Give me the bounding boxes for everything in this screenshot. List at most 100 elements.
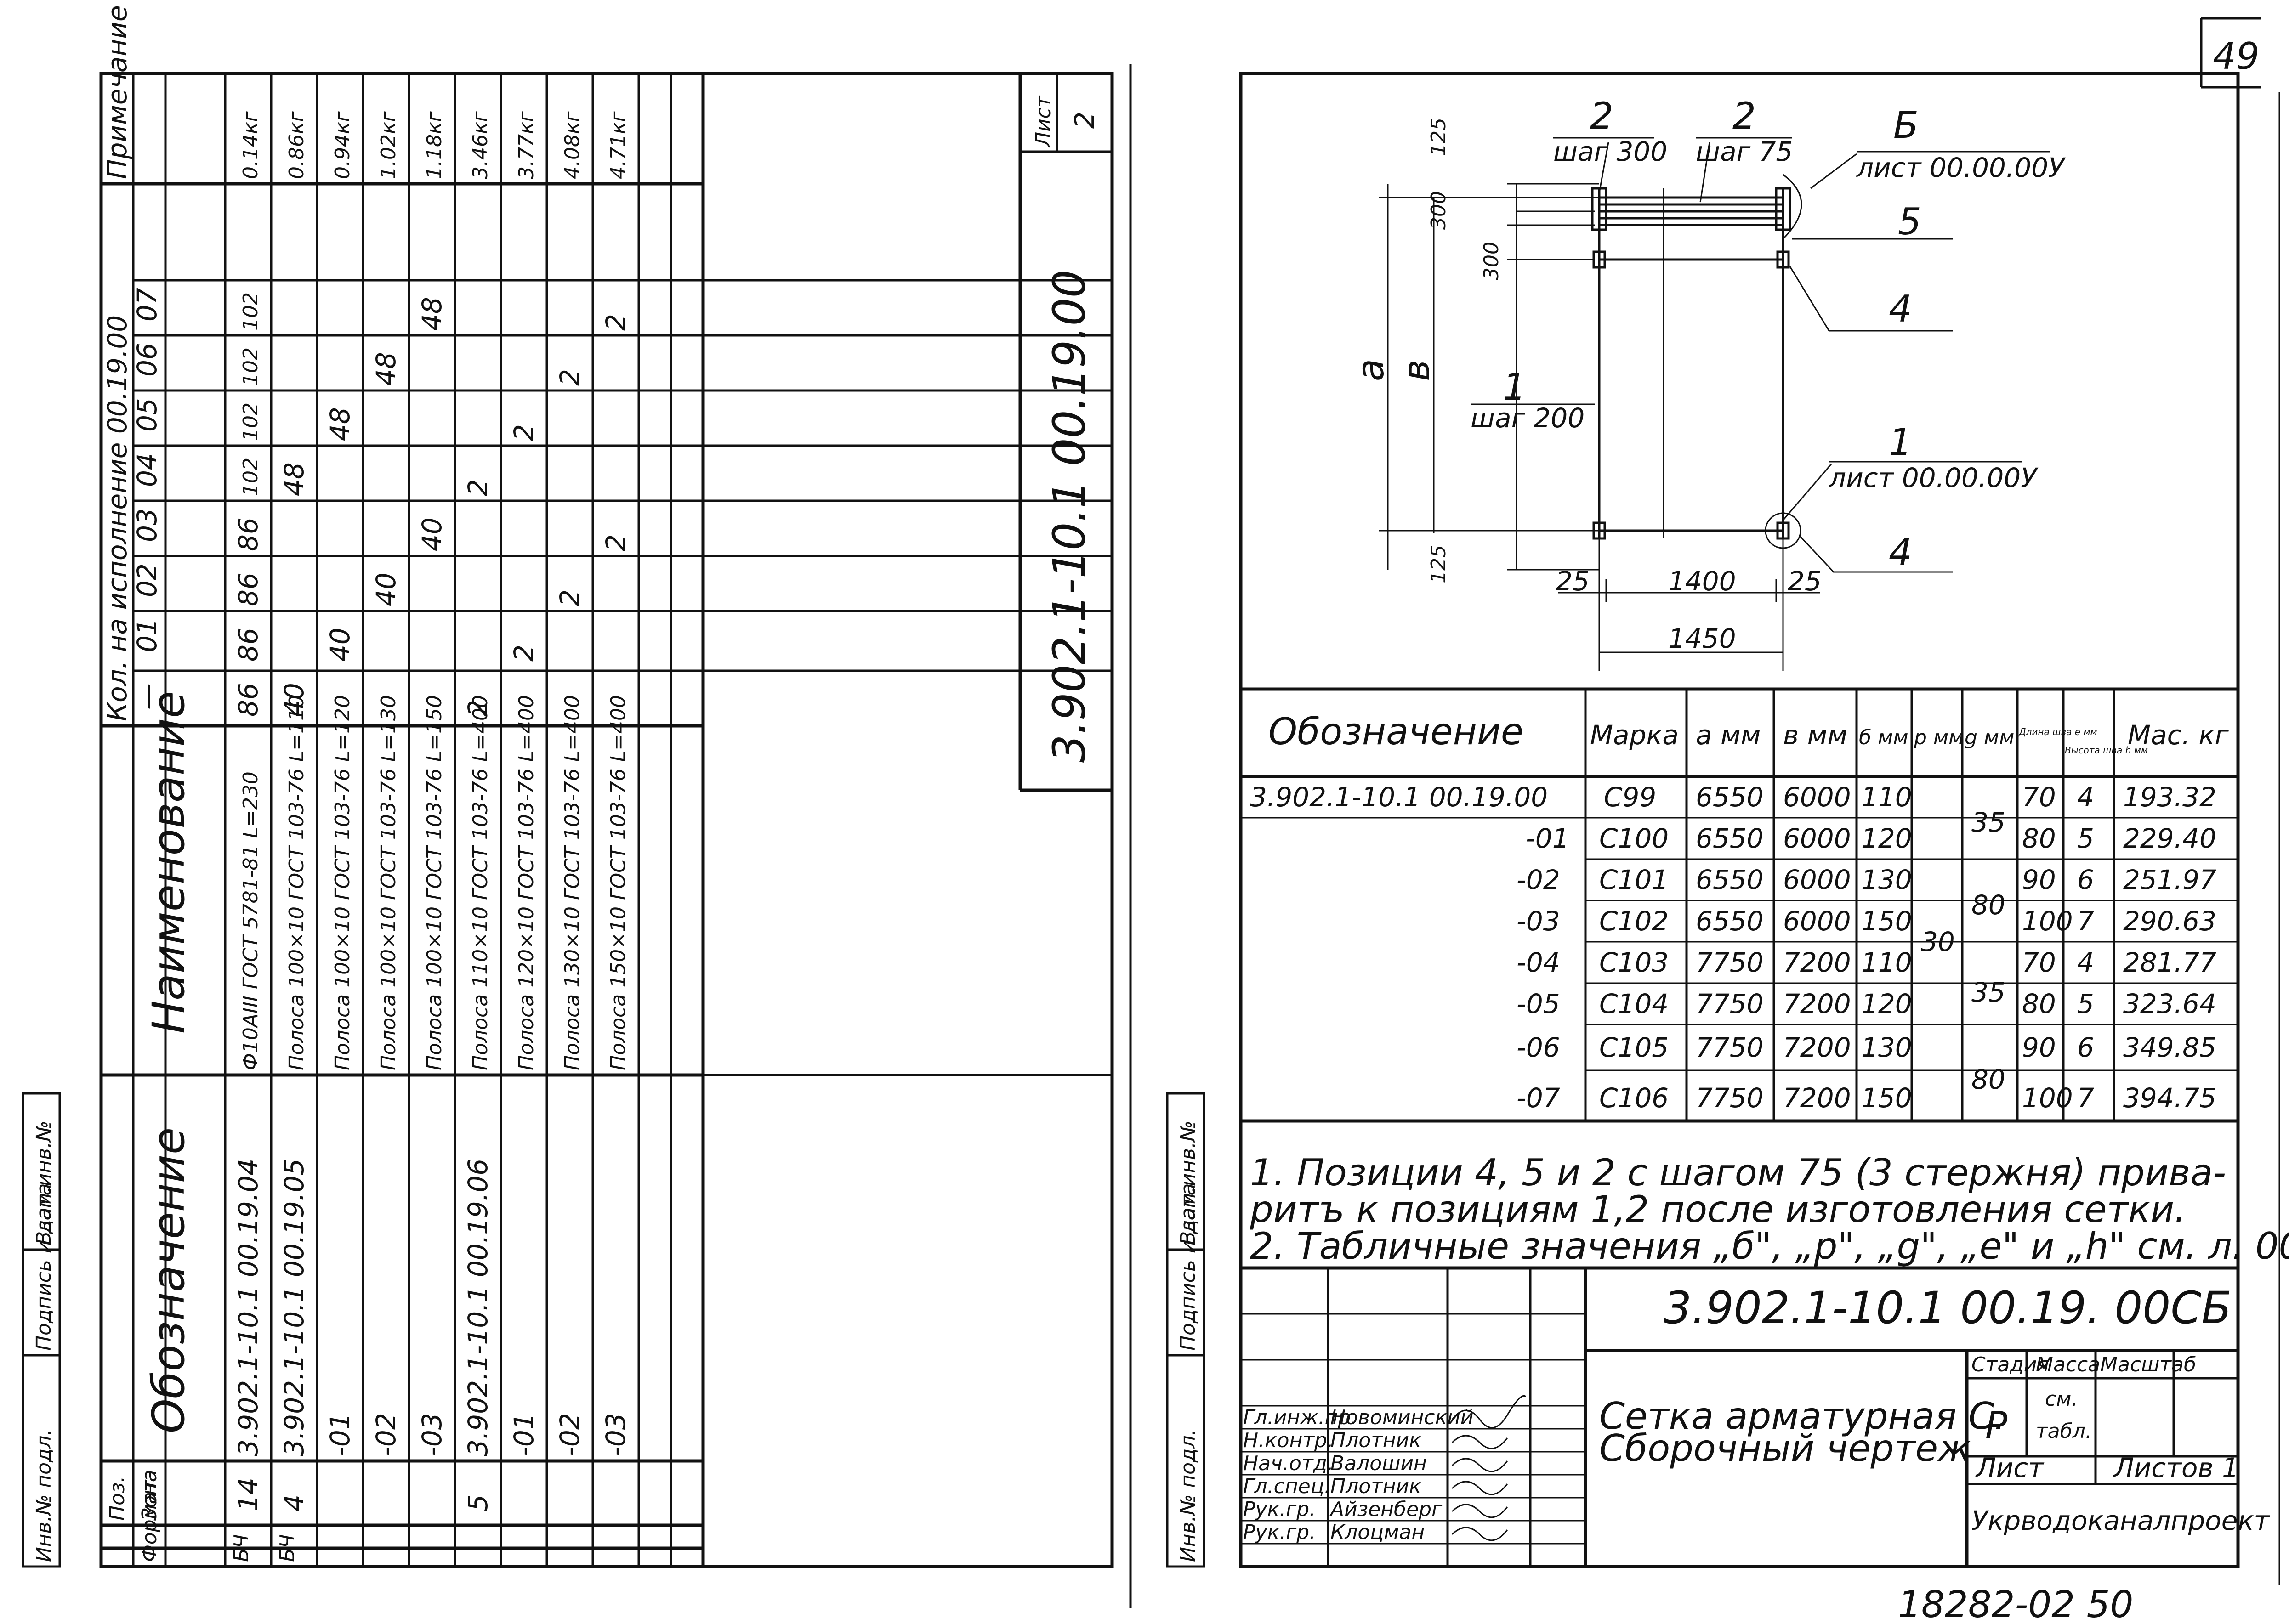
left-row-3-designation: -02	[370, 1413, 402, 1456]
left-row-1-note: 0.86кг	[285, 111, 308, 179]
note-line-3: 2. Табличные значения „б", „р", „g", „е"…	[1250, 1225, 2289, 1268]
left-row-3-qty-6: 48	[370, 352, 402, 386]
spec-hdr-h: Высота шва h мм	[2065, 745, 2148, 756]
person-2-name: Валошин	[1330, 1452, 1427, 1475]
spec-row: -06 С105 7750 7200 130 90 6 349.85	[1517, 1032, 2216, 1063]
spec-row: -01 С100 6550 6000 120 80 5 229.40	[1526, 823, 2216, 854]
pos4-top: 4	[1889, 288, 1912, 330]
person-3-role: Гл.спец.	[1243, 1475, 1331, 1498]
left-row-1-pos: 4	[278, 1494, 310, 1511]
step-300: шаг 300	[1553, 136, 1667, 167]
left-row-4-qty-3: 40	[416, 517, 448, 551]
left-row-4-name: Полоса 100×10 ГОСТ 103-76 L=150	[423, 695, 446, 1070]
left-qty-col-3: 03	[131, 508, 163, 542]
sheet-label: Лист	[1975, 1452, 2045, 1483]
left-row-0-name: Ф10АIII ГОСТ 5781-81 L=230	[239, 771, 262, 1070]
spec-row-3-mark: С102	[1599, 905, 1669, 937]
spec-row-5-b: 7200	[1783, 988, 1851, 1019]
person-1-name: Плотник	[1330, 1429, 1421, 1452]
left-qty-col-2: 02	[131, 563, 163, 597]
spec-g-value-0: 35	[1971, 807, 2005, 838]
left-row-3-name: Полоса 100×10 ГОСТ 103-76 L=130	[377, 695, 400, 1070]
title-line1: Сетка арматурная С.	[1599, 1395, 2006, 1437]
page-number-box: 49	[2200, 17, 2261, 89]
spec-row-1-h: 5	[2077, 823, 2094, 854]
right-sign-label: Подпись и дата	[1176, 1183, 1200, 1351]
pos1-right: 1	[1889, 421, 1912, 464]
spec-row-7-designation: -07	[1517, 1082, 1560, 1114]
left-row-0-qty-2: 86	[233, 572, 264, 606]
spec-row-2-d: 130	[1861, 864, 1912, 895]
mass-value-2: табл.	[2036, 1420, 2092, 1443]
spec-row-3-d: 150	[1861, 905, 1912, 937]
left-row-8-qty-3: 2	[600, 534, 631, 551]
left-qty-col-7: 07	[131, 288, 163, 322]
left-row-5-pos: 5	[462, 1494, 494, 1511]
left-row-0-qty-6: 102	[239, 347, 262, 386]
spec-row-6-mass: 349.85	[2123, 1032, 2216, 1063]
left-row-4-designation: -03	[416, 1413, 448, 1456]
spec-row-2-designation: -02	[1517, 864, 1560, 895]
spec-row-4-mark: С103	[1599, 947, 1669, 978]
left-hdr-pos: Поз.	[106, 1476, 129, 1521]
left-row-0-qty-1: 86	[233, 628, 264, 662]
left-qty-col-6: 06	[131, 343, 163, 377]
right-replace-label: Взам.инв.№	[1176, 1120, 1200, 1245]
spec-row-5-h: 5	[2077, 988, 2094, 1019]
pos1-right-ref: лист 00.00.00У	[1829, 462, 2039, 493]
left-hdr-qty-group: Кол. на исполнение 00.19.00	[102, 315, 133, 721]
mass-value-1: см.	[2045, 1387, 2078, 1411]
spec-row-5-e: 80	[2022, 988, 2056, 1019]
title-line2: Сборочный чертеж	[1599, 1427, 1971, 1470]
spec-g-value-3: 80	[1971, 1064, 2005, 1095]
spec-row-2-a: 6550	[1696, 864, 1764, 895]
spec-row-4-d: 110	[1861, 947, 1912, 978]
left-hdr-name: Наименование	[143, 691, 194, 1034]
spec-row-7-e: 100	[2022, 1082, 2073, 1114]
left-hdr-zone: Зона	[138, 1470, 161, 1521]
view-b-ref: лист 00.00.00У	[1856, 152, 2066, 183]
title-block: 3.902.1-10.1 00.19. 00СБ Сетка арматурна…	[1241, 1266, 2270, 1567]
spec-hdr-b: в мм	[1783, 719, 1847, 751]
pos4-bottom: 4	[1889, 531, 1912, 574]
left-row-7-designation: -02	[554, 1413, 585, 1456]
mass-label: Масса	[2036, 1353, 2100, 1376]
spec-hdr-p: р мм	[1914, 726, 1964, 749]
left-qty-col-4: 04	[131, 453, 163, 487]
spec-row-4-designation: -04	[1517, 947, 1560, 978]
dim-b: в	[1395, 360, 1438, 381]
person-4-name: Айзенберг	[1329, 1498, 1443, 1521]
left-sheet-no: 2	[1069, 112, 1100, 129]
spec-row-6-b: 7200	[1783, 1032, 1851, 1063]
spec-row-3-e: 100	[2022, 905, 2073, 937]
spec-table: Обозначение Марка а мм в мм б мм р мм g …	[1241, 687, 2238, 1123]
left-row-6-note: 3.77кг	[515, 111, 538, 179]
spec-row-4-h: 4	[2077, 947, 2094, 978]
spec-hdr-designation: Обозначение	[1268, 710, 1523, 753]
left-row-5-note: 3.46кг	[469, 111, 492, 179]
left-row-6-designation: -01	[508, 1413, 540, 1456]
spec-row-2-mass: 251.97	[2123, 864, 2216, 895]
left-row-3-qty-2: 40	[370, 572, 402, 606]
person-2-role: Нач.отд.	[1243, 1452, 1334, 1475]
spec-row-1-designation: -01	[1526, 823, 1569, 854]
left-row-1-designation: 3.902.1-10.1 00.19.05	[278, 1159, 310, 1456]
spec-g-value-1: 80	[1971, 889, 2005, 921]
left-row-5-qty-4: 2	[462, 479, 494, 496]
person-0-role: Гл.инж.пр.	[1243, 1406, 1357, 1429]
spec-row-5-mass: 323.64	[2123, 988, 2216, 1019]
left-row-0-note: 0.14кг	[239, 111, 262, 179]
dim-300b: 300	[1480, 242, 1503, 280]
spec-row: -03 С102 6550 6000 150 100 7 290.63	[1517, 905, 2216, 937]
left-qty-col-0: —	[131, 683, 163, 710]
spec-row-7-a: 7750	[1696, 1082, 1764, 1114]
note-line-1: 1. Позиции 4, 5 и 2 с шагом 75 (3 стержн…	[1250, 1151, 2226, 1194]
spec-hdr-mass: Мас. кг	[2128, 719, 2229, 751]
person-5-role: Рук.гр.	[1243, 1521, 1316, 1544]
stage-value: Р	[1985, 1404, 2008, 1447]
left-row-7-qty-2: 2	[554, 589, 585, 606]
note-line-2: ритъ к позициям 1,2 после изготовления с…	[1250, 1188, 2186, 1231]
left-row-0-qty-5: 102	[239, 402, 262, 441]
footer-code: 18282-02 50	[1898, 1583, 2133, 1624]
left-side-stamp: Инв.№ подл. Подпись и дата Взам.инв.№	[22, 1092, 61, 1568]
